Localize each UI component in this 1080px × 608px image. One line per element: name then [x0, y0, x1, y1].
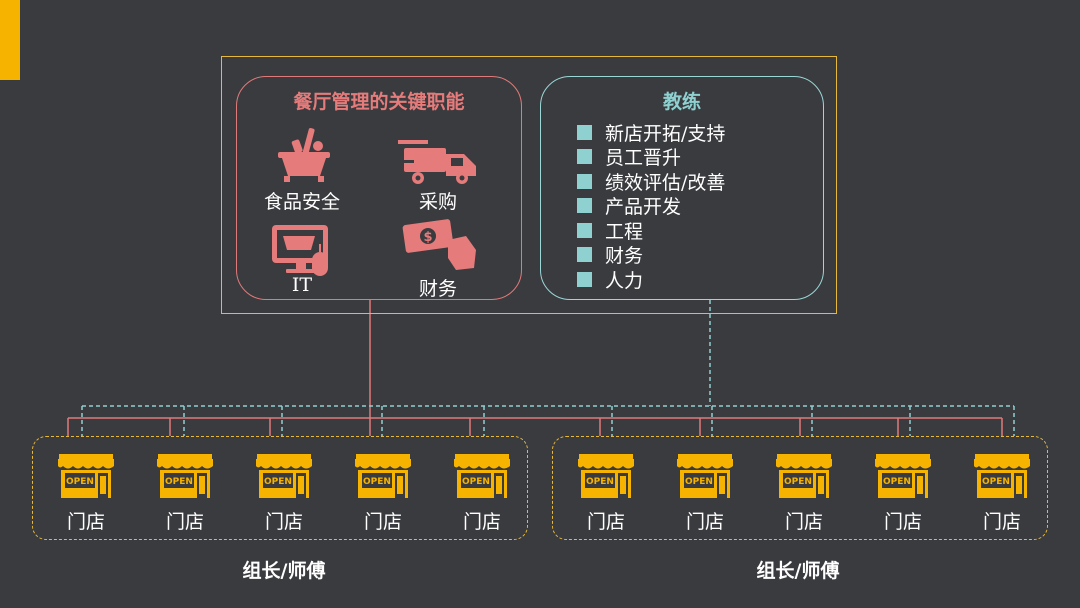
- headquarters-frame: [221, 56, 837, 314]
- store-icon: OPEN: [675, 450, 735, 504]
- coach-panel: [540, 76, 824, 300]
- function-connectors: [67, 300, 1003, 436]
- store-label: 门店: [264, 511, 303, 533]
- coach-item-label: 人力: [605, 269, 644, 292]
- group-leader-label-left: 组长/师傅: [242, 560, 326, 582]
- store-label: 门店: [883, 511, 922, 533]
- food-safety-icon: [278, 128, 330, 182]
- computer-cart-icon: [272, 225, 328, 276]
- coach-item: 财务: [577, 243, 725, 268]
- coach-item: 人力: [577, 267, 725, 292]
- coach-connectors: [81, 300, 1015, 436]
- coach-item: 工程: [577, 218, 725, 243]
- function-label-food-safety: 食品安全: [263, 191, 340, 213]
- store-icon: OPEN: [56, 450, 116, 504]
- coach-item: 员工晋升: [577, 145, 725, 170]
- function-label-it: IT: [291, 274, 313, 296]
- svg-text:OPEN: OPEN: [685, 477, 713, 487]
- bullet-square: [577, 173, 592, 189]
- bullet-square: [577, 222, 592, 238]
- coach-item-label: 员工晋升: [605, 147, 682, 170]
- key-functions-panel: [236, 76, 522, 300]
- coach-title: 教练: [662, 91, 701, 113]
- coach-item-label: 新店开拓/支持: [605, 122, 726, 145]
- store-group-left: [32, 436, 528, 540]
- store-label: 门店: [462, 511, 501, 533]
- group-leader-label-right: 组长/师傅: [756, 560, 840, 582]
- bullet-square: [577, 247, 592, 263]
- bullet-square: [577, 271, 592, 287]
- store-group-right: [552, 436, 1048, 540]
- store-label: 门店: [586, 511, 625, 533]
- function-label-finance: 财务: [418, 278, 457, 300]
- store-icon: OPEN: [774, 450, 834, 504]
- svg-text:OPEN: OPEN: [982, 477, 1010, 487]
- svg-text:OPEN: OPEN: [165, 477, 193, 487]
- svg-text:OPEN: OPEN: [462, 477, 490, 487]
- key-functions-title: 餐厅管理的关键职能: [293, 91, 465, 113]
- store-icon: OPEN: [452, 450, 512, 504]
- coach-item-label: 工程: [605, 220, 644, 243]
- function-label-procurement: 采购: [418, 191, 457, 213]
- coach-item-label: 产品开发: [605, 196, 682, 219]
- svg-text:OPEN: OPEN: [363, 477, 391, 487]
- store-label: 门店: [165, 511, 204, 533]
- coach-item: 新店开拓/支持: [577, 120, 725, 145]
- svg-text:$: $: [423, 230, 432, 245]
- svg-text:OPEN: OPEN: [586, 477, 614, 487]
- accent-bar: [0, 0, 20, 80]
- delivery-truck-icon: [398, 140, 476, 184]
- coach-item-label: 绩效评估/改善: [605, 171, 726, 194]
- bullet-square: [577, 124, 592, 140]
- bullet-square: [577, 198, 592, 214]
- coach-item-label: 财务: [605, 245, 644, 268]
- svg-text:OPEN: OPEN: [66, 477, 94, 487]
- coach-list: 新店开拓/支持 员工晋升 绩效评估/改善 产品开发 工程 财务 人力: [577, 120, 725, 292]
- store-icon: OPEN: [972, 450, 1032, 504]
- store-icon: OPEN: [873, 450, 933, 504]
- svg-text:OPEN: OPEN: [264, 477, 292, 487]
- store-icon: OPEN: [254, 450, 314, 504]
- svg-text:OPEN: OPEN: [883, 477, 911, 487]
- store-label: 门店: [685, 511, 724, 533]
- money-hand-icon: $: [402, 219, 476, 270]
- store-label: 门店: [363, 511, 402, 533]
- coach-item: 产品开发: [577, 194, 725, 219]
- coach-item: 绩效评估/改善: [577, 169, 725, 194]
- store-label: 门店: [784, 511, 823, 533]
- store-icon: OPEN: [155, 450, 215, 504]
- store-label: 门店: [66, 511, 105, 533]
- svg-text:OPEN: OPEN: [784, 477, 812, 487]
- bullet-square: [577, 149, 592, 165]
- store-icon: OPEN: [353, 450, 413, 504]
- store-label: 门店: [982, 511, 1021, 533]
- store-icon: OPEN: [576, 450, 636, 504]
